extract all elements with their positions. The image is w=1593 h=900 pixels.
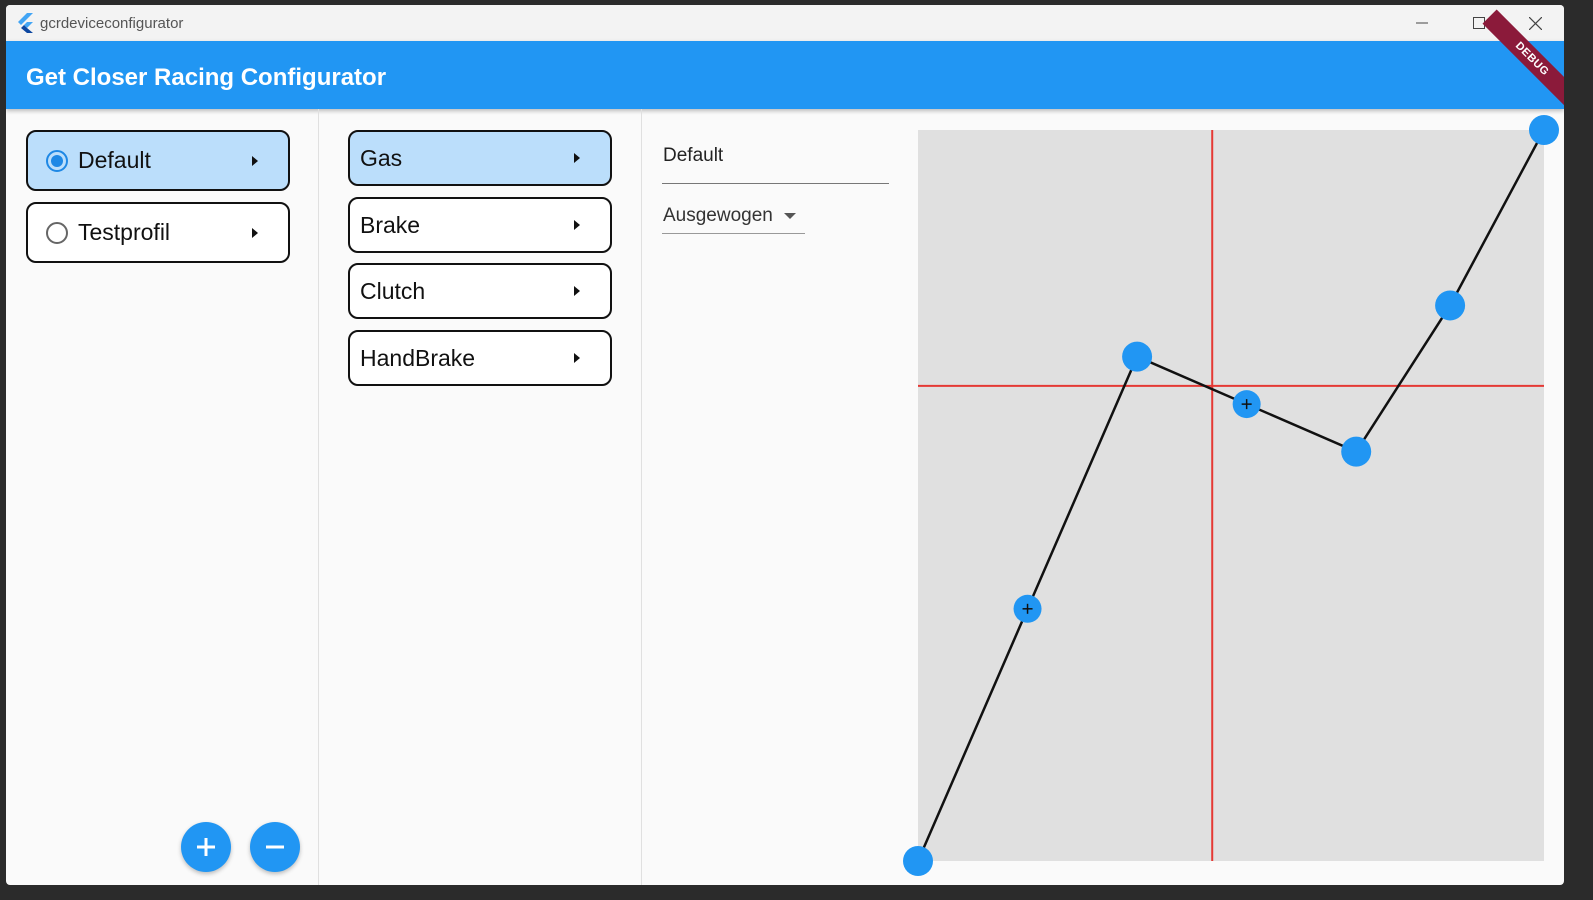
profile-item-default[interactable]: Default <box>26 130 290 191</box>
input-item-gas[interactable]: Gas <box>348 130 612 186</box>
input-label: Clutch <box>360 277 426 304</box>
radio-unselected-icon[interactable] <box>46 221 68 244</box>
input-label: HandBrake <box>360 344 476 371</box>
close-window-button[interactable] <box>1507 5 1564 41</box>
curve-mode-value: Ausgewogen <box>663 205 773 226</box>
plus-icon <box>197 838 215 856</box>
radio-selected-icon[interactable] <box>46 149 68 172</box>
caret-right-icon <box>574 353 580 363</box>
minimize-icon <box>1415 22 1428 24</box>
minimize-button[interactable] <box>1393 5 1450 41</box>
profile-label: Testprofil <box>78 219 171 245</box>
curve-control-point[interactable] <box>1529 115 1559 145</box>
input-item-brake[interactable]: Brake <box>348 197 612 253</box>
app-title: Get Closer Racing Configurator <box>26 64 387 91</box>
curve-control-point[interactable] <box>1341 436 1372 467</box>
inputs-panel: Gas Brake Clutch HandBrake <box>319 109 642 885</box>
input-label: Gas <box>360 144 403 171</box>
dropdown-arrow-icon <box>784 213 796 219</box>
curve-control-point[interactable] <box>1435 290 1466 321</box>
app-window: gcrdeviceconfigurator Get Closer Racing … <box>6 5 1564 885</box>
curve-name-value: Default <box>663 145 724 166</box>
caret-right-icon <box>252 227 258 238</box>
curve-name-field[interactable]: Default <box>662 139 889 184</box>
curve-plot-svg[interactable] <box>903 115 1559 876</box>
add-profile-button[interactable] <box>181 822 231 872</box>
input-item-clutch[interactable]: Clutch <box>348 263 612 319</box>
curve-editor-panel: Default Ausgewogen <box>643 109 1564 885</box>
curve-mode-dropdown[interactable]: Ausgewogen <box>662 199 805 234</box>
caret-right-icon <box>574 220 580 230</box>
curve-control-point[interactable] <box>1122 341 1153 372</box>
app-bar: Get Closer Racing Configurator DEBUG <box>6 9 1564 109</box>
caret-right-icon <box>574 153 580 163</box>
flutter-logo-icon <box>18 13 33 33</box>
input-item-handbrake[interactable]: HandBrake <box>348 330 612 386</box>
profiles-panel: Default Testprofil <box>6 109 319 885</box>
profile-item-testprofil[interactable]: Testprofil <box>26 202 290 263</box>
caret-right-icon <box>252 155 258 166</box>
close-icon <box>1529 16 1542 30</box>
profile-label: Default <box>78 147 151 173</box>
input-label: Brake <box>360 211 421 238</box>
curve-control-point[interactable] <box>903 846 933 876</box>
curve-plot[interactable] <box>903 115 1559 876</box>
caret-right-icon <box>574 286 580 296</box>
title-bar: gcrdeviceconfigurator <box>6 5 1564 41</box>
minus-icon <box>266 845 284 849</box>
remove-profile-button[interactable] <box>250 822 300 872</box>
window-title: gcrdeviceconfigurator <box>40 15 184 32</box>
plot-background <box>918 130 1544 861</box>
